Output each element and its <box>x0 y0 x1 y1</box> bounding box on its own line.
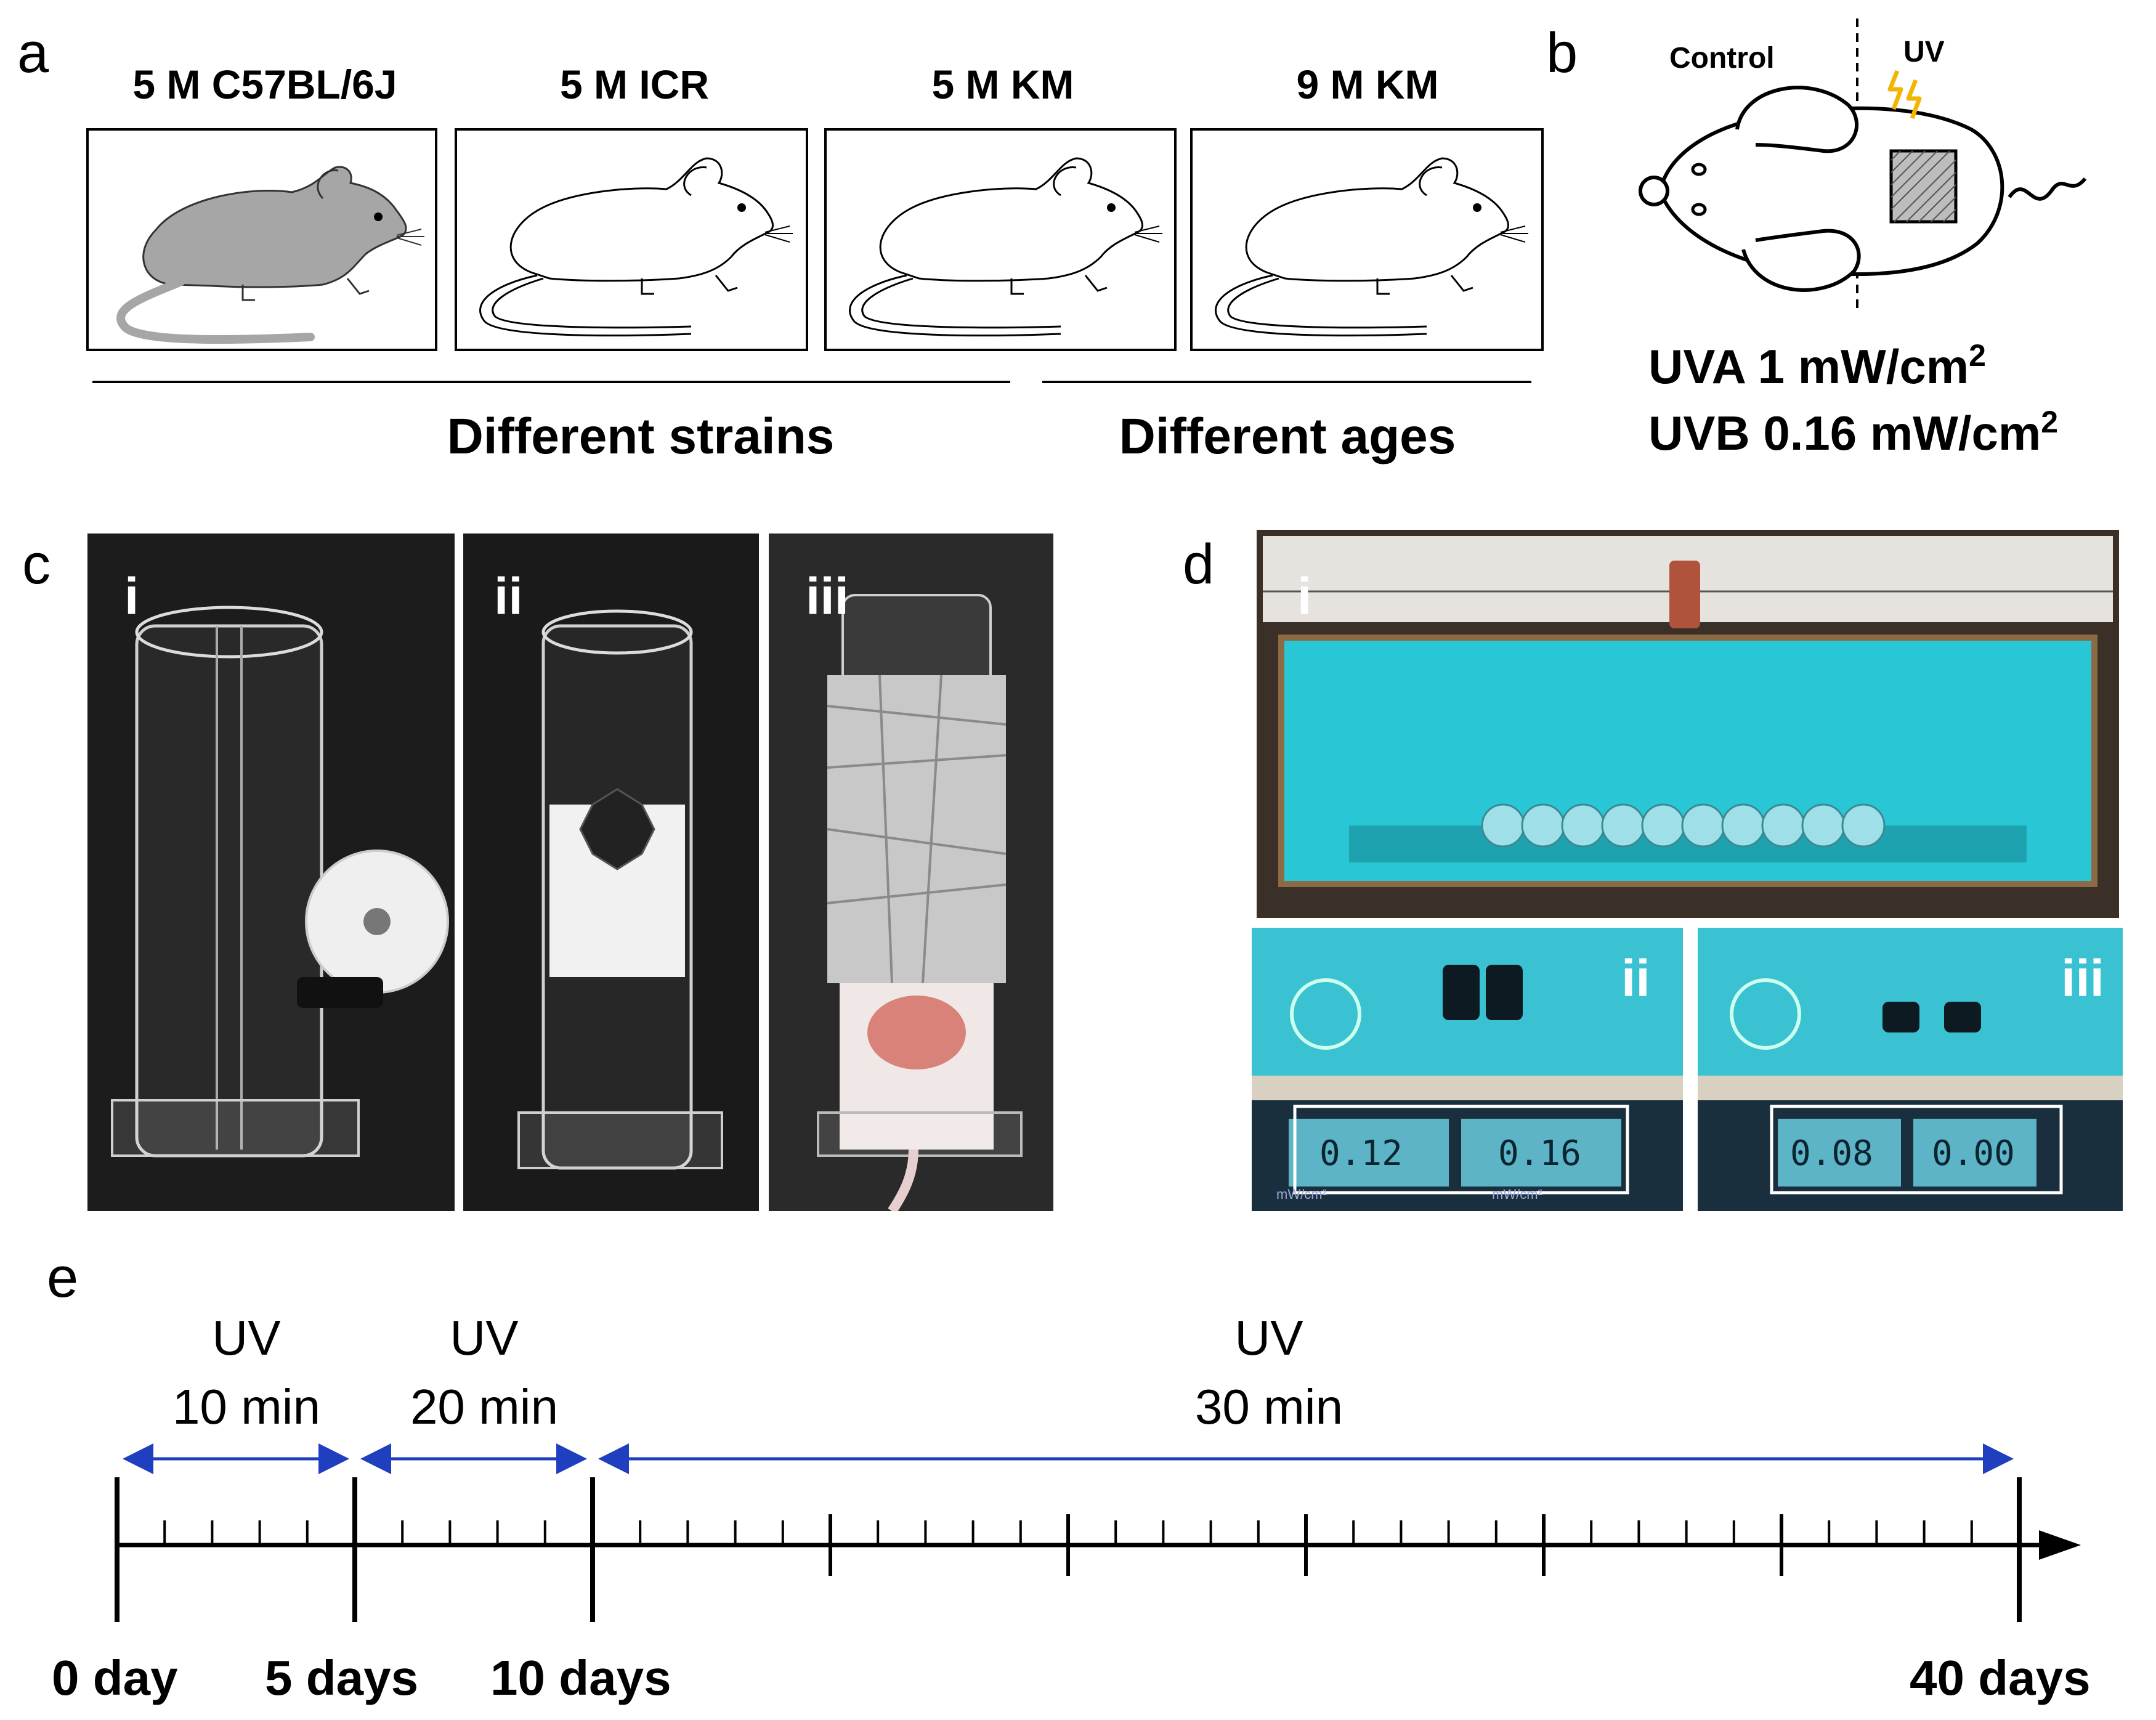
mouse-box-km-9m <box>1190 128 1544 351</box>
panel-d-label: d <box>1183 533 1215 596</box>
phase-3-duration: 30 min <box>1194 1379 1343 1434</box>
strain-label-km-5m: 5 M KM <box>931 62 1074 107</box>
photo-c-i-holder-with-cap: i <box>87 533 455 1211</box>
day-label-10: 10 days <box>490 1650 671 1705</box>
photo-d-iii-uv-meters: 0.08 0.00 iii <box>1698 928 2123 1211</box>
mouse-illustration-km-9m <box>1215 157 1528 337</box>
meter-reading-uvb-iii: 0.00 <box>1932 1134 2015 1174</box>
assembled-holder-illustration <box>517 609 723 1170</box>
mouse-box-c57 <box>86 128 437 351</box>
subpanel-c-i-label: i <box>124 567 139 625</box>
foil-wrapped-holder-illustration <box>817 594 1023 1211</box>
day-label-40: 40 days <box>1910 1650 2091 1705</box>
subpanel-d-iii-label: iii <box>2061 949 2105 1007</box>
timeline-arrowhead <box>2039 1530 2081 1560</box>
phase-1-uv: UV <box>212 1310 281 1365</box>
subpanel-d-i-label: i <box>1297 567 1312 625</box>
day-label-0: 0 day <box>52 1650 178 1705</box>
panel-a-label: a <box>17 22 49 84</box>
panel-b-label: b <box>1546 22 1578 84</box>
timeline-chart <box>115 1443 2081 1622</box>
subpanel-c-iii-label: iii <box>806 567 849 625</box>
meter-unit-ii-right: mW/cm² <box>1492 1187 1542 1202</box>
control-label: Control <box>1669 42 1775 75</box>
timeline-axis <box>115 1477 2081 1622</box>
uv-bolt-icon <box>1887 70 1903 110</box>
strain-label-c57: 5 M C57BL/6J <box>132 62 397 107</box>
phase-3-uv: UV <box>1234 1310 1303 1365</box>
photo-d-i-uv-chamber: i <box>1257 530 2119 918</box>
uvb-intensity: UVB 0.16 mW/cm2 <box>1648 405 2059 460</box>
subpanel-c-ii-label: ii <box>494 567 523 625</box>
panel-e-label: e <box>47 1246 79 1309</box>
photo-d-ii-uv-meters: 0.12 0.16 mW/cm² mW/cm² ii <box>1252 928 1683 1211</box>
group-label-ages: Different ages <box>1119 408 1456 464</box>
group-line-ages <box>1042 381 1531 383</box>
exposure-area <box>1889 149 1958 224</box>
group-label-strains: Different strains <box>447 408 835 464</box>
strain-label-icr: 5 M ICR <box>559 62 710 107</box>
tube-holder-illustration <box>111 606 449 1158</box>
mouse-illustration-c57 <box>116 166 424 344</box>
uv-exposure-diagram: Control UV <box>1639 18 2087 314</box>
mouse-topview-ear-bottom <box>1741 229 1861 292</box>
subpanel-d-ii-label: ii <box>1621 949 1650 1007</box>
meter-unit-ii-left: mW/cm² <box>1276 1187 1327 1202</box>
mouse-box-km-5m <box>824 128 1177 351</box>
meter-reading-uva-ii: 0.12 <box>1319 1134 1403 1174</box>
group-line-strains <box>92 381 1010 383</box>
mouse-box-icr <box>455 128 808 351</box>
day-label-5: 5 days <box>265 1650 419 1705</box>
meter-reading-uvb-ii: 0.16 <box>1498 1134 1581 1174</box>
mouse-illustration-km-5m <box>849 157 1162 337</box>
uv-chamber-illustration <box>1257 530 2119 918</box>
phase-2-uv: UV <box>450 1310 519 1365</box>
uv-label: UV <box>1903 36 1945 68</box>
uva-intensity: UVA 1 mW/cm2 <box>1648 338 1986 394</box>
photo-c-iii-foil-wrapped-mouse: iii <box>769 533 1053 1211</box>
strain-label-km-9m: 9 M KM <box>1296 62 1439 107</box>
phase-1-duration: 10 min <box>172 1379 321 1434</box>
meter-reading-uva-iii: 0.08 <box>1790 1134 1873 1174</box>
uv-meters-ii-illustration <box>1252 928 1683 1211</box>
panel-c-label: c <box>22 533 51 596</box>
phase-2-duration: 20 min <box>410 1379 559 1434</box>
mouse-illustration-icr <box>479 157 793 337</box>
uv-meters-iii-illustration <box>1698 928 2123 1211</box>
mouse-topview-ear-top <box>1735 86 1859 153</box>
photo-c-ii-holder-assembled: ii <box>463 533 759 1211</box>
